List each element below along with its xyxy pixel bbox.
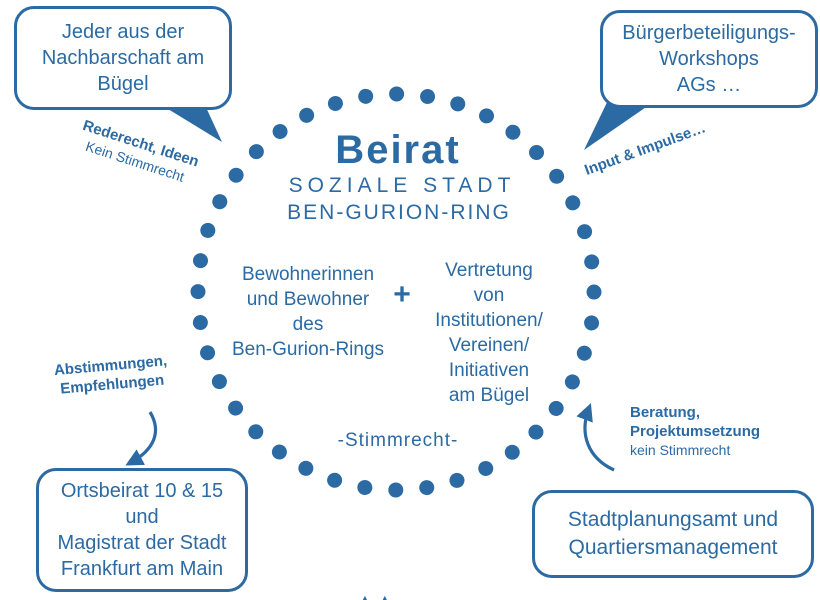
voting-right-note: -Stimmrecht- <box>337 430 459 451</box>
bubble-line: Nachbarschaft am <box>41 47 205 69</box>
label-line-bold: Projektumsetzung <box>630 423 761 440</box>
group-line: von <box>473 285 505 306</box>
box-line: Ortsbeirat 10 & 15 <box>60 480 224 502</box>
box-line: Frankfurt am Main <box>60 558 224 580</box>
bubble-line: AGs … <box>676 74 742 96</box>
label-line-bold: Beratung, <box>630 404 701 421</box>
group-line: und Bewohner <box>246 289 370 310</box>
group-line: am Bügel <box>448 385 530 406</box>
group-line: des <box>292 314 324 335</box>
members-institutions-group: Vertretung von Institutionen/ Vereinen/ … <box>435 258 543 408</box>
label-beratung: Beratung, Projektumsetzung kein Stimmrec… <box>630 403 760 460</box>
group-line: Vereinen/ <box>448 335 530 356</box>
box-ortsbeirat: Ortsbeirat 10 & 15 und Magistrat der Sta… <box>36 468 248 592</box>
arrow-to-ortsbeirat-icon <box>125 411 158 466</box>
cropped-footer-mark: ▲▲ <box>358 591 398 600</box>
group-line: Bewohnerinnen <box>241 264 375 285</box>
box-line: Magistrat der Stadt <box>57 532 227 554</box>
group-line: Vertretung <box>445 260 533 281</box>
group-line: Initiativen <box>448 360 530 381</box>
box-line: Stadtplanungsamt und <box>567 508 779 531</box>
group-line: Institutionen/ <box>435 310 543 331</box>
group-line: Ben-Gurion-Rings <box>231 339 385 360</box>
circle-subtitle-1: SOZIALE STADT <box>288 174 516 197</box>
box-stadtplanungsamt: Stadtplanungsamt und Quartiersmanagement <box>532 490 814 578</box>
dotted-circle-border <box>190 86 602 498</box>
bubble-nachbarschaft: Jeder aus der Nachbarschaft am Bügel <box>14 6 232 110</box>
bubble-workshops: Bürgerbeteiligungs- Workshops AGs … <box>600 10 818 108</box>
plus-icon: + <box>393 278 411 311</box>
bubble-line: Workshops <box>659 48 759 70</box>
bubble-line: Jeder aus der <box>61 21 185 43</box>
label-line-normal: kein Stimmrecht <box>630 442 731 458</box>
bubble-line: Bürgerbeteiligungs- <box>622 22 796 44</box>
circle-title: Beirat <box>335 128 461 172</box>
arrow-to-beirat-icon <box>576 403 615 472</box>
circle-subtitle-2: BEN-GURION-RING <box>287 201 511 224</box>
box-line: Quartiersmanagement <box>568 536 778 559</box>
box-line: und <box>125 506 159 528</box>
bubble-line: Bügel <box>97 73 149 95</box>
members-residents-group: Bewohnerinnen und Bewohner des Ben-Gurio… <box>232 262 384 362</box>
